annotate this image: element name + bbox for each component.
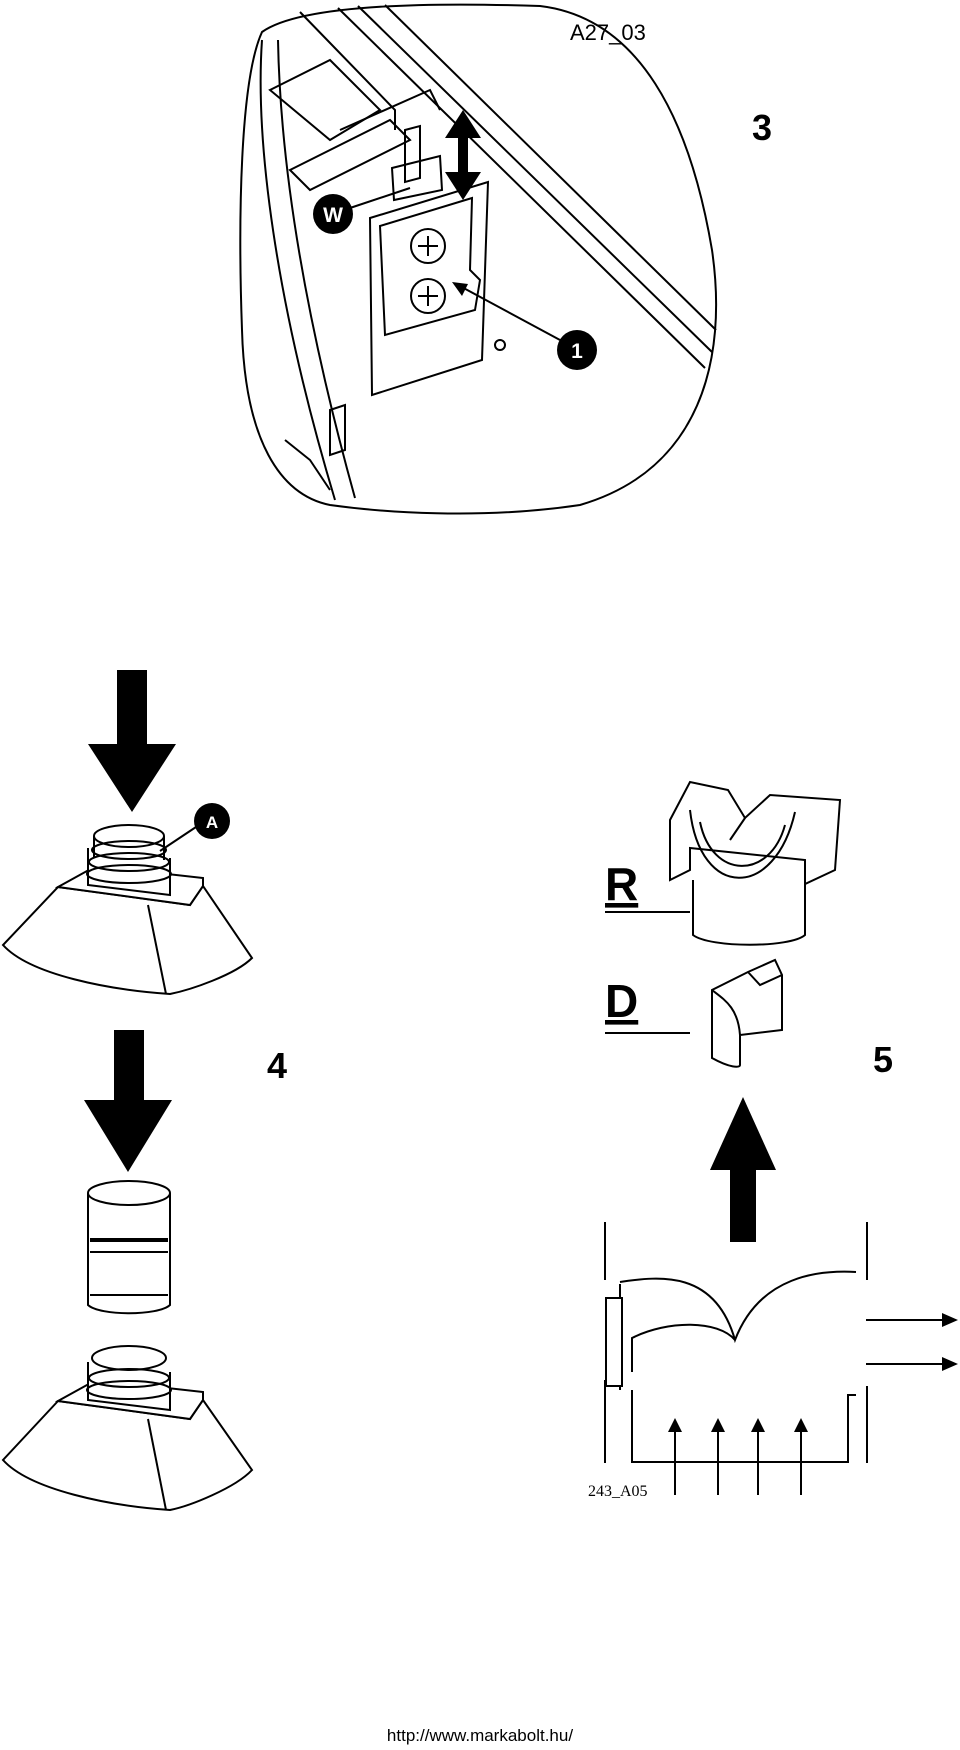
arrowheads — [668, 1313, 958, 1432]
double-arrow — [445, 110, 481, 200]
frame-part — [339, 88, 441, 131]
callout-w-letter: W — [323, 204, 343, 227]
callout-w: W — [313, 187, 411, 234]
frame-part — [268, 58, 382, 142]
screw-slot — [418, 236, 438, 256]
label-r: R — [605, 858, 638, 910]
housing-curve — [259, 39, 336, 501]
bolt — [494, 339, 506, 351]
rail-line — [299, 11, 396, 130]
down-arrow — [84, 1030, 172, 1172]
frame-part — [288, 118, 412, 192]
slider-post — [404, 124, 421, 184]
airflow-right-arrows — [866, 1319, 945, 1365]
footer-url[interactable]: http://www.markabolt.hu/ — [386, 1726, 574, 1745]
callout-1: 1 — [452, 282, 597, 370]
extension-tube — [87, 1180, 171, 1315]
housing-curve — [277, 39, 356, 499]
airflow-up-arrows — [674, 1425, 802, 1495]
figure-5-code: 243_A05 — [588, 1483, 648, 1500]
hood-with-collar — [1, 1345, 254, 1512]
rail-line — [384, 4, 717, 331]
step-5-number: 5 — [873, 1039, 893, 1080]
rail-line — [357, 5, 713, 353]
callout-a-letter: A — [206, 813, 218, 832]
step-3-number: 3 — [752, 107, 772, 148]
detail-outline — [239, 3, 718, 515]
hood-body — [1, 1398, 254, 1512]
collar-rim — [91, 1345, 167, 1371]
rail-line — [337, 7, 706, 369]
damper-d — [711, 958, 783, 1068]
figure-3-detail — [239, 3, 718, 515]
duct-flange — [605, 1297, 623, 1387]
up-arrow — [710, 1097, 776, 1242]
hood-body — [1, 884, 254, 996]
screw — [410, 278, 446, 314]
callout-a: A — [159, 803, 230, 852]
label-d: D — [605, 975, 638, 1027]
duct-diagram — [604, 1222, 945, 1495]
bracket-plate — [368, 180, 490, 397]
screw — [410, 228, 446, 264]
screw-slot — [418, 286, 438, 306]
hood-with-collar — [1, 824, 254, 996]
bottom-part — [284, 439, 331, 491]
callout-1-number: 1 — [571, 340, 583, 363]
slider-lug — [390, 154, 444, 202]
deflector-r — [669, 780, 842, 946]
bottom-part — [329, 403, 346, 457]
bracket-inner — [378, 196, 482, 337]
step-4-number: 4 — [267, 1045, 287, 1086]
figure-3-code: A27_03 — [570, 20, 646, 45]
down-arrow — [88, 670, 176, 812]
